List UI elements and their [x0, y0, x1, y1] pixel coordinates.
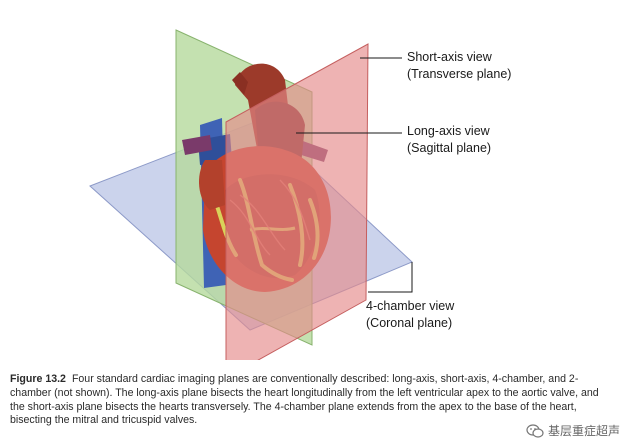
figure-label: Figure 13.2 — [10, 373, 66, 385]
short-axis-title: Short-axis view — [407, 50, 492, 64]
watermark: 基层重症超声 — [523, 422, 622, 439]
pulmonary-veins — [182, 135, 212, 155]
short-axis-callout: Short-axis view (Transverse plane) — [407, 49, 511, 83]
four-chamber-title: 4-chamber view — [366, 299, 455, 313]
short-axis-subtitle: (Transverse plane) — [407, 67, 512, 81]
four-chamber-callout: 4-chamber view (Coronal plane) — [366, 298, 454, 332]
wechat-icon — [526, 423, 544, 438]
four-chamber-leader — [368, 262, 413, 293]
watermark-text: 基层重症超声 — [547, 424, 620, 438]
caption-text: Four standard cardiac imaging planes are… — [10, 373, 599, 427]
long-axis-title: Long-axis view — [407, 124, 490, 138]
transverse-plane — [225, 43, 369, 360]
cardiac-planes-diagram — [89, 29, 413, 360]
long-axis-callout: Long-axis view (Sagittal plane) — [407, 123, 491, 157]
long-axis-subtitle: (Sagittal plane) — [407, 141, 492, 155]
four-chamber-subtitle: (Coronal plane) — [366, 316, 453, 330]
